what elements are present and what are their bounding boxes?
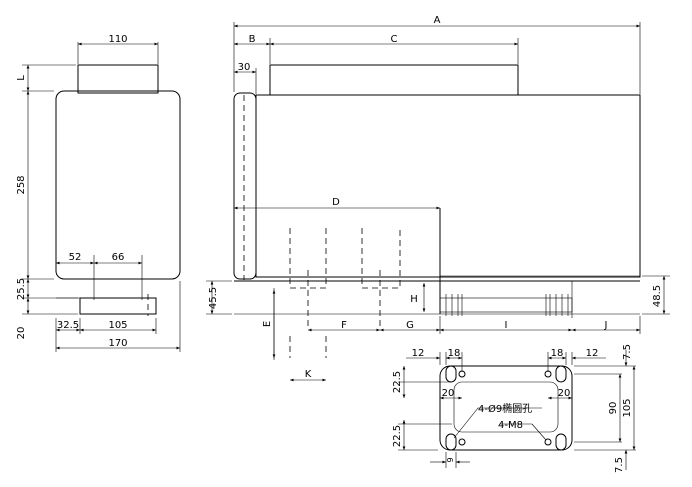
dim-outer-105: 105	[622, 398, 633, 417]
side-rail	[439, 297, 573, 313]
dim-top-height: L	[16, 75, 27, 81]
mounting-plate-view: 12 18 18 12 7.5 22.5 22.5 20 20 90 105 7…	[392, 344, 636, 473]
hidden-connector-k	[289, 336, 327, 358]
mounting-plate	[439, 365, 573, 451]
plate-inner-outline	[453, 381, 559, 433]
slot-hole-br	[555, 433, 567, 451]
hidden-connector-2	[361, 228, 401, 289]
dim-foot-height: 20	[16, 327, 27, 340]
dim-lower-22-5: 22.5	[392, 425, 403, 447]
dim-top-width: 110	[108, 34, 127, 45]
dim-foot-offset: 32.5	[57, 320, 79, 331]
dim-left-18: 18	[448, 348, 461, 359]
hidden-connector-1	[289, 228, 327, 289]
dim-k: K	[305, 369, 312, 380]
dim-inner-left: 52	[69, 252, 82, 263]
front-foot	[79, 297, 157, 315]
front-view: 110 L 258 25.5 20 52 66 32.5 105 170	[16, 34, 181, 352]
dim-bottom-7-5: 7.5	[614, 457, 625, 473]
dim-b: B	[249, 34, 256, 45]
leader-threads	[531, 423, 547, 441]
dim-j: J	[604, 320, 608, 331]
side-flange	[233, 92, 257, 280]
dim-right-12: 12	[586, 348, 599, 359]
dim-upper-22-5: 22.5	[392, 371, 403, 393]
dim-d: D	[332, 197, 340, 208]
dim-h: H	[410, 294, 418, 305]
side-top-terminal	[269, 64, 519, 96]
dim-left-12: 12	[412, 348, 425, 359]
dim-slot-9: 9	[446, 457, 455, 462]
front-body	[55, 90, 181, 280]
front-top-terminal	[77, 64, 159, 94]
side-body	[255, 94, 641, 278]
dim-overall-a: A	[434, 15, 441, 26]
dim-base-left-45-5: 45.5	[208, 287, 219, 309]
dim-right-18: 18	[551, 348, 564, 359]
dim-right-20: 20	[558, 388, 571, 399]
slot-hole-bl	[445, 433, 457, 451]
slot-hole-tr	[555, 365, 567, 383]
dim-top-7-5: 7.5	[622, 344, 633, 360]
dim-foot-width: 105	[108, 320, 127, 331]
dim-c: C	[391, 34, 398, 45]
dim-inner-90: 90	[608, 402, 619, 415]
dim-f: F	[341, 320, 347, 331]
dim-inner-mid: 66	[112, 252, 125, 263]
dim-e: E	[262, 321, 273, 327]
slot-hole-tl	[445, 365, 457, 383]
dim-overall-width: 170	[108, 338, 127, 349]
callout-threads: 4-M8	[498, 420, 523, 431]
dim-left-20: 20	[442, 388, 455, 399]
side-view: A B C 30 D 45.5 48.5 E F G H I J K	[206, 15, 670, 382]
leader-holes	[453, 407, 542, 439]
callout-holes: 4-Ø9椭圆孔	[478, 402, 532, 415]
dim-body-height: 258	[16, 175, 27, 194]
dim-i: I	[505, 320, 508, 331]
dim-flange-30: 30	[238, 62, 251, 73]
dim-base-height: 25.5	[16, 278, 27, 300]
dim-g: G	[406, 320, 414, 331]
dim-base-right-48-5: 48.5	[652, 285, 663, 307]
thread-hole-bl	[458, 438, 466, 446]
thread-hole-br	[544, 438, 552, 446]
